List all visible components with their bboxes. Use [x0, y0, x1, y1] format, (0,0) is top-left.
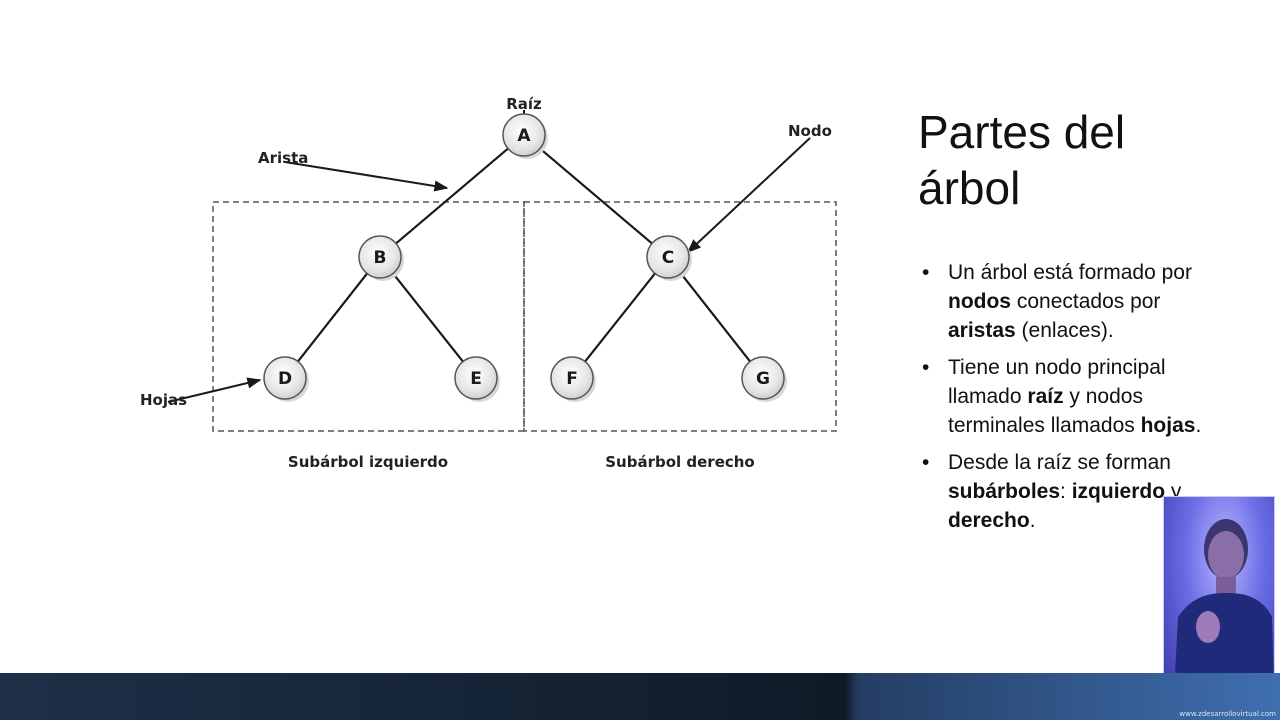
- bullet-dot: •: [922, 353, 929, 382]
- bullet-item: •Tiene un nodo principal llamado raíz y …: [920, 353, 1220, 440]
- bullet-bold-term: raíz: [1027, 385, 1063, 408]
- node-letter: A: [517, 126, 531, 146]
- node-label: Nodo: [788, 122, 832, 140]
- tree-node-e: E: [455, 357, 500, 402]
- root-label: Raíz: [506, 95, 542, 113]
- right-subtree-label: Subárbol derecho: [605, 453, 755, 471]
- edge-b-e: [393, 273, 463, 361]
- bullet-bold-term: hojas: [1141, 414, 1196, 437]
- node-annotation-arrow: [688, 138, 810, 252]
- node-letter: F: [566, 369, 578, 389]
- edge-a-c: [540, 149, 652, 244]
- node-letter: B: [374, 248, 387, 268]
- tree-node-g: G: [742, 357, 787, 402]
- bullet-text: Un árbol está formado por: [948, 261, 1192, 284]
- presenter-silhouette: [1164, 497, 1274, 693]
- tree-node-a: A: [503, 114, 548, 159]
- nodes: A B C D E F G: [264, 114, 787, 402]
- tree-diagram: A B C D E F G Raíz Arista Nodo Hojas Subárbol …: [0, 0, 900, 500]
- bullet-dot: •: [922, 448, 929, 477]
- node-letter: D: [278, 369, 292, 389]
- node-letter: G: [756, 369, 770, 389]
- tree-node-d: D: [264, 357, 309, 402]
- bullet-dot: •: [922, 258, 929, 287]
- footer-url: www.zdesarrollovirtual.com: [1179, 710, 1276, 718]
- node-letter: C: [662, 248, 674, 268]
- edge-annotation-arrow: [285, 162, 447, 188]
- edge-label: Arista: [258, 149, 308, 167]
- bullet-bold-term: subárboles: [948, 480, 1060, 503]
- bullet-text: :: [1060, 480, 1072, 503]
- bullet-text: Desde la raíz se forman: [948, 451, 1171, 474]
- edge-c-g: [681, 274, 750, 362]
- leaves-label: Hojas: [140, 391, 187, 409]
- bullet-bold-term: nodos: [948, 290, 1011, 313]
- bullet-text: .: [1030, 509, 1036, 532]
- edge-b-d: [298, 274, 367, 362]
- bullet-item: • Un árbol está formado por nodos conecta…: [920, 258, 1220, 345]
- footer-bar: www.zdesarrollovirtual.com: [0, 673, 1280, 720]
- left-subtree-label: Subárbol izquierdo: [288, 453, 448, 471]
- slide-title: Partes del árbol: [918, 104, 1238, 216]
- bullet-bold-term: aristas: [948, 319, 1016, 342]
- webcam-overlay: [1163, 496, 1275, 694]
- edge-a-b: [396, 149, 508, 244]
- bullet-bold-term: derecho: [948, 509, 1030, 532]
- bullet-bold-term: izquierdo: [1072, 480, 1165, 503]
- bullet-text: (enlaces).: [1016, 319, 1114, 342]
- bullet-text: .: [1195, 414, 1201, 437]
- tree-node-f: F: [551, 357, 596, 402]
- bullet-text: conectados por: [1011, 290, 1160, 313]
- edge-c-f: [585, 273, 655, 361]
- node-letter: E: [470, 369, 482, 389]
